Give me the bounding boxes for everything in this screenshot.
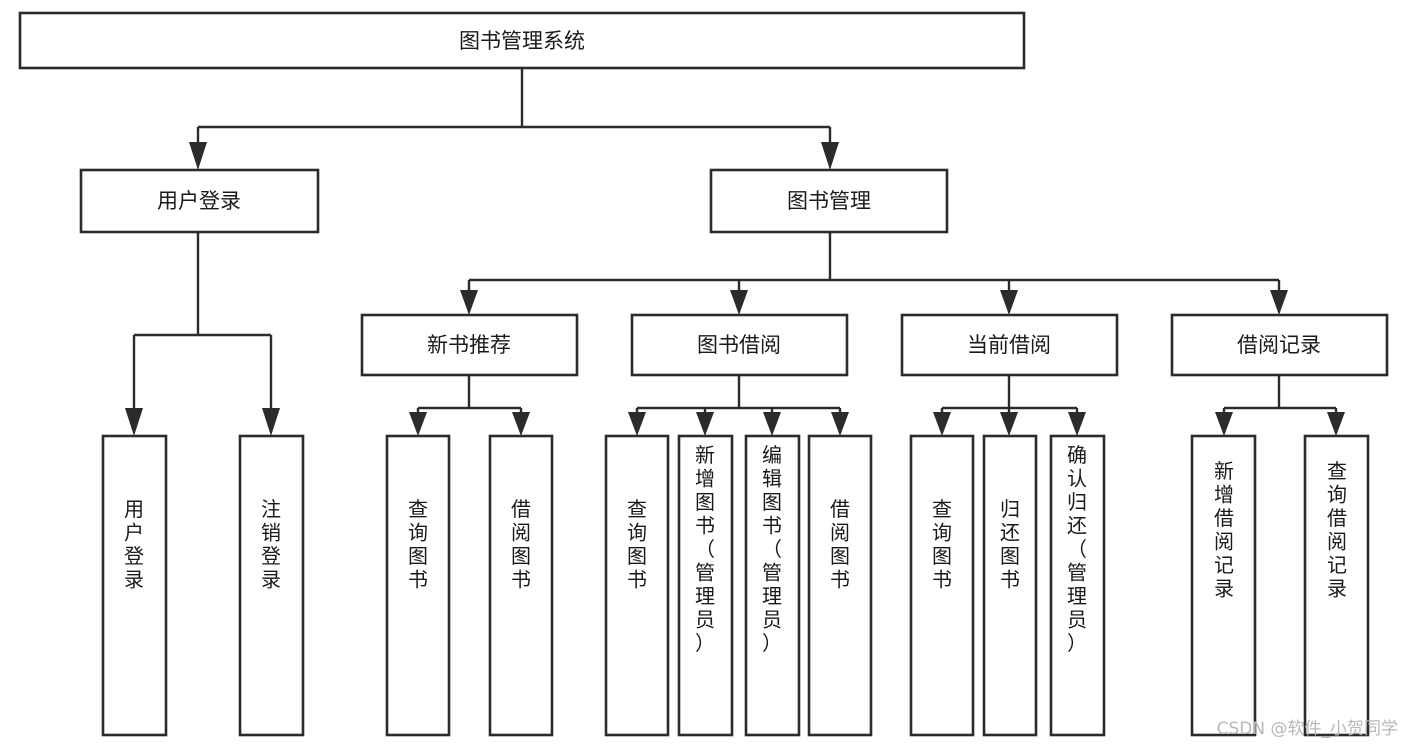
node-leaf-add-book-label: 新增图书（管理员） bbox=[695, 443, 715, 655]
node-book-manage-label: 图书管理 bbox=[787, 189, 871, 213]
node-leaf-add-book-box[interactable] bbox=[677, 434, 734, 737]
arrow-head-new-book-recommend bbox=[460, 290, 478, 315]
arrow-head-leaf-query-book-1 bbox=[409, 412, 427, 436]
node-leaf-add-record[interactable]: 新增借阅记录 bbox=[1190, 434, 1257, 737]
node-book-manage-box[interactable] bbox=[709, 168, 949, 234]
arrow-head-leaf-logout-login bbox=[262, 408, 280, 436]
node-leaf-query-book-1[interactable]: 查询图书 bbox=[385, 434, 451, 737]
node-book-borrow[interactable]: 图书借阅 bbox=[630, 313, 849, 377]
node-leaf-borrow-book-2-label: 借阅图书 bbox=[830, 497, 850, 592]
arrow-head-leaf-query-book-2 bbox=[628, 412, 646, 436]
node-leaf-return-book[interactable]: 归还图书 bbox=[982, 434, 1038, 737]
csdn-watermark: CSDN @软件_小贺同学 bbox=[1217, 719, 1398, 739]
node-new-book-recommend-label: 新书推荐 bbox=[427, 333, 511, 357]
node-leaf-borrow-book-1-label: 借阅图书 bbox=[511, 497, 531, 592]
arrow-head-leaf-return-book bbox=[1000, 412, 1018, 436]
node-leaf-return-book-box[interactable] bbox=[982, 434, 1038, 737]
node-leaf-add-record-label: 新增借阅记录 bbox=[1214, 459, 1234, 601]
node-leaf-query-book-3-box[interactable] bbox=[909, 434, 975, 737]
arrow-head-leaf-user-login bbox=[125, 408, 143, 436]
node-leaf-return-book-label: 归还图书 bbox=[1000, 497, 1020, 592]
node-leaf-user-login-label: 用户登录 bbox=[124, 497, 144, 592]
node-leaf-query-record[interactable]: 查询借阅记录 bbox=[1303, 434, 1370, 737]
node-leaf-query-book-1-box[interactable] bbox=[385, 434, 451, 737]
node-leaf-query-book-2-label: 查询图书 bbox=[627, 497, 647, 592]
node-leaf-query-book-2[interactable]: 查询图书 bbox=[604, 434, 670, 737]
node-leaf-borrow-book-2[interactable]: 借阅图书 bbox=[807, 434, 873, 737]
node-leaf-query-record-label: 查询借阅记录 bbox=[1327, 459, 1347, 601]
node-leaf-borrow-book-2-box[interactable] bbox=[807, 434, 873, 737]
node-borrow-record-label: 借阅记录 bbox=[1237, 333, 1321, 357]
arrow-head-book-manage bbox=[821, 142, 839, 170]
arrow-head-leaf-query-record bbox=[1327, 412, 1345, 436]
node-book-borrow-box[interactable] bbox=[630, 313, 849, 377]
node-leaf-edit-book[interactable]: 编辑图书（管理员） bbox=[744, 434, 801, 737]
node-leaf-add-record-box[interactable] bbox=[1190, 434, 1257, 737]
node-book-borrow-label: 图书借阅 bbox=[697, 333, 781, 357]
node-leaf-logout-login-box[interactable] bbox=[238, 434, 305, 737]
connector-layer bbox=[125, 68, 1345, 436]
node-user-login-label: 用户登录 bbox=[157, 189, 241, 213]
node-leaf-query-book-2-box[interactable] bbox=[604, 434, 670, 737]
arrow-head-current-borrow bbox=[1000, 290, 1018, 315]
node-leaf-query-record-box[interactable] bbox=[1303, 434, 1370, 737]
arrow-head-leaf-edit-book bbox=[763, 412, 781, 436]
node-leaf-query-book-3-label: 查询图书 bbox=[932, 497, 952, 592]
arrow-head-leaf-borrow-book-2 bbox=[831, 412, 849, 436]
node-leaf-confirm-return[interactable]: 确认归还（管理员） bbox=[1049, 434, 1106, 737]
node-leaf-query-book-1-label: 查询图书 bbox=[408, 497, 428, 592]
arrow-head-leaf-add-book bbox=[696, 412, 714, 436]
node-leaf-confirm-return-box[interactable] bbox=[1049, 434, 1106, 737]
arrow-head-user-login bbox=[189, 142, 207, 170]
node-new-book-recommend[interactable]: 新书推荐 bbox=[360, 313, 579, 377]
node-leaf-edit-book-box[interactable] bbox=[744, 434, 801, 737]
node-leaf-user-login-box[interactable] bbox=[101, 434, 168, 737]
arrow-head-leaf-add-record bbox=[1215, 412, 1233, 436]
node-new-book-recommend-box[interactable] bbox=[360, 313, 579, 377]
node-leaf-borrow-book-1-box[interactable] bbox=[488, 434, 554, 737]
node-current-borrow-label: 当前借阅 bbox=[967, 333, 1051, 357]
node-leaf-add-book[interactable]: 新增图书（管理员） bbox=[677, 434, 734, 737]
node-leaf-edit-book-label: 编辑图书（管理员） bbox=[762, 443, 782, 655]
node-book-manage[interactable]: 图书管理 bbox=[709, 168, 949, 234]
node-leaf-confirm-return-label: 确认归还（管理员） bbox=[1067, 443, 1087, 655]
node-current-borrow-box[interactable] bbox=[900, 313, 1119, 377]
node-leaf-query-book-3[interactable]: 查询图书 bbox=[909, 434, 975, 737]
arrow-head-borrow-record bbox=[1270, 290, 1288, 315]
arrow-head-leaf-query-book-3 bbox=[933, 412, 951, 436]
node-leaf-logout-login[interactable]: 注销登录 bbox=[238, 434, 305, 737]
node-leaf-borrow-book-1[interactable]: 借阅图书 bbox=[488, 434, 554, 737]
node-borrow-record[interactable]: 借阅记录 bbox=[1170, 313, 1389, 377]
arrow-head-book-borrow bbox=[730, 290, 748, 315]
node-root-box[interactable] bbox=[18, 11, 1026, 70]
node-user-login-box[interactable] bbox=[79, 168, 320, 234]
arrow-head-leaf-confirm-return bbox=[1068, 412, 1086, 436]
node-root[interactable]: 图书管理系统 bbox=[18, 11, 1026, 70]
node-user-login[interactable]: 用户登录 bbox=[79, 168, 320, 234]
node-root-label: 图书管理系统 bbox=[459, 29, 585, 53]
node-leaf-logout-login-label: 注销登录 bbox=[261, 497, 281, 592]
node-leaf-user-login[interactable]: 用户登录 bbox=[101, 434, 168, 737]
node-borrow-record-box[interactable] bbox=[1170, 313, 1389, 377]
node-current-borrow[interactable]: 当前借阅 bbox=[900, 313, 1119, 377]
arrow-head-leaf-borrow-book-1 bbox=[512, 412, 530, 436]
